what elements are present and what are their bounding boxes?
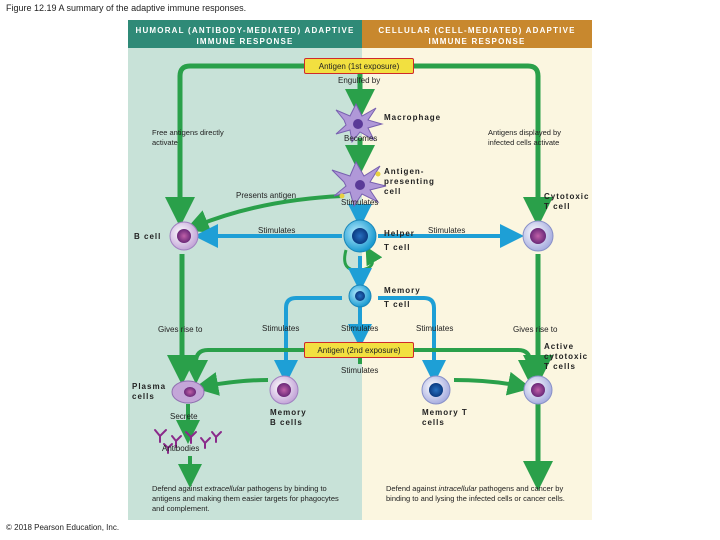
stimulates-mem-left-label: Stimulates xyxy=(262,324,300,333)
presents-antigen-label: Presents antigen xyxy=(236,191,297,200)
stimulates-mem-mid-label: Stimulates xyxy=(341,324,379,333)
copyright: © 2018 Pearson Education, Inc. xyxy=(6,523,120,532)
humoral-panel xyxy=(128,48,362,520)
cellular-header: CELLULAR (CELL-MEDIATED) ADAPTIVE IMMUNE… xyxy=(362,20,592,50)
cytotoxic-t-label: Cytotoxic T cell xyxy=(544,192,590,211)
helper-t-cell-icon xyxy=(343,219,377,253)
humoral-header: HUMORAL (ANTIBODY-MEDIATED) ADAPTIVE IMM… xyxy=(128,20,362,50)
antibodies-label: Antibodies xyxy=(162,444,200,453)
antigens-displayed-label: Antigens displayed by infected cells act… xyxy=(488,128,561,147)
stimulates-2nd-label: Stimulates xyxy=(341,366,379,375)
stimulates-apc-label: Stimulates xyxy=(341,198,379,207)
active-cytotoxic-t-cell-icon xyxy=(523,375,553,405)
stimulates-mem-right-label: Stimulates xyxy=(416,324,454,333)
macrophage-label: Macrophage xyxy=(384,113,442,122)
helper-t-label: Helper T cell xyxy=(384,229,415,252)
secrete-label: Secrete xyxy=(170,412,198,421)
humoral-defense-text: Defend against extracellular pathogens b… xyxy=(152,484,339,513)
engulfed-by-label: Engulfed by xyxy=(338,76,381,85)
cellular-defense-text: Defend against intracellular pathogens a… xyxy=(386,484,565,503)
plasma-cells-label: Plasma cells xyxy=(132,382,167,401)
b-cell-label: B cell xyxy=(134,232,162,241)
apc-label: Antigen-presenting cell xyxy=(384,167,435,196)
b-cell-icon xyxy=(169,221,199,251)
memory-t-cells-icon xyxy=(421,375,451,405)
antigen-1st-exposure: Antigen (1st exposure) xyxy=(304,58,414,74)
free-antigens-label: Free antigens directly activate xyxy=(152,128,224,147)
memory-b-label: Memory B cells xyxy=(270,408,307,427)
becomes-label: Becomes xyxy=(344,134,378,143)
antigen-presenting-cell-icon xyxy=(331,160,387,208)
plasma-cell-icon xyxy=(171,380,205,404)
figure-title: Figure 12.19 A summary of the adaptive i… xyxy=(6,3,247,13)
memory-t-bottom-label: Memory T cells xyxy=(422,408,468,427)
gives-rise-left-label: Gives rise to xyxy=(158,325,203,334)
memory-b-cell-icon xyxy=(269,375,299,405)
antibodies-icon xyxy=(154,429,222,454)
gives-rise-right-label: Gives rise to xyxy=(513,325,558,334)
stimulates-cytotoxic-label: Stimulates xyxy=(428,226,466,235)
cellular-panel xyxy=(362,48,592,520)
memory-t-top-label: Memory T cell xyxy=(384,286,421,309)
active-cytotoxic-label: Active cytotoxic T cells xyxy=(544,342,589,371)
stimulates-bcell-label: Stimulates xyxy=(258,226,296,235)
memory-t-cell-icon xyxy=(348,284,372,308)
macrophage-cell-icon xyxy=(335,102,384,144)
cytotoxic-t-cell-icon xyxy=(522,220,554,252)
antigen-2nd-exposure: Antigen (2nd exposure) xyxy=(304,342,414,358)
